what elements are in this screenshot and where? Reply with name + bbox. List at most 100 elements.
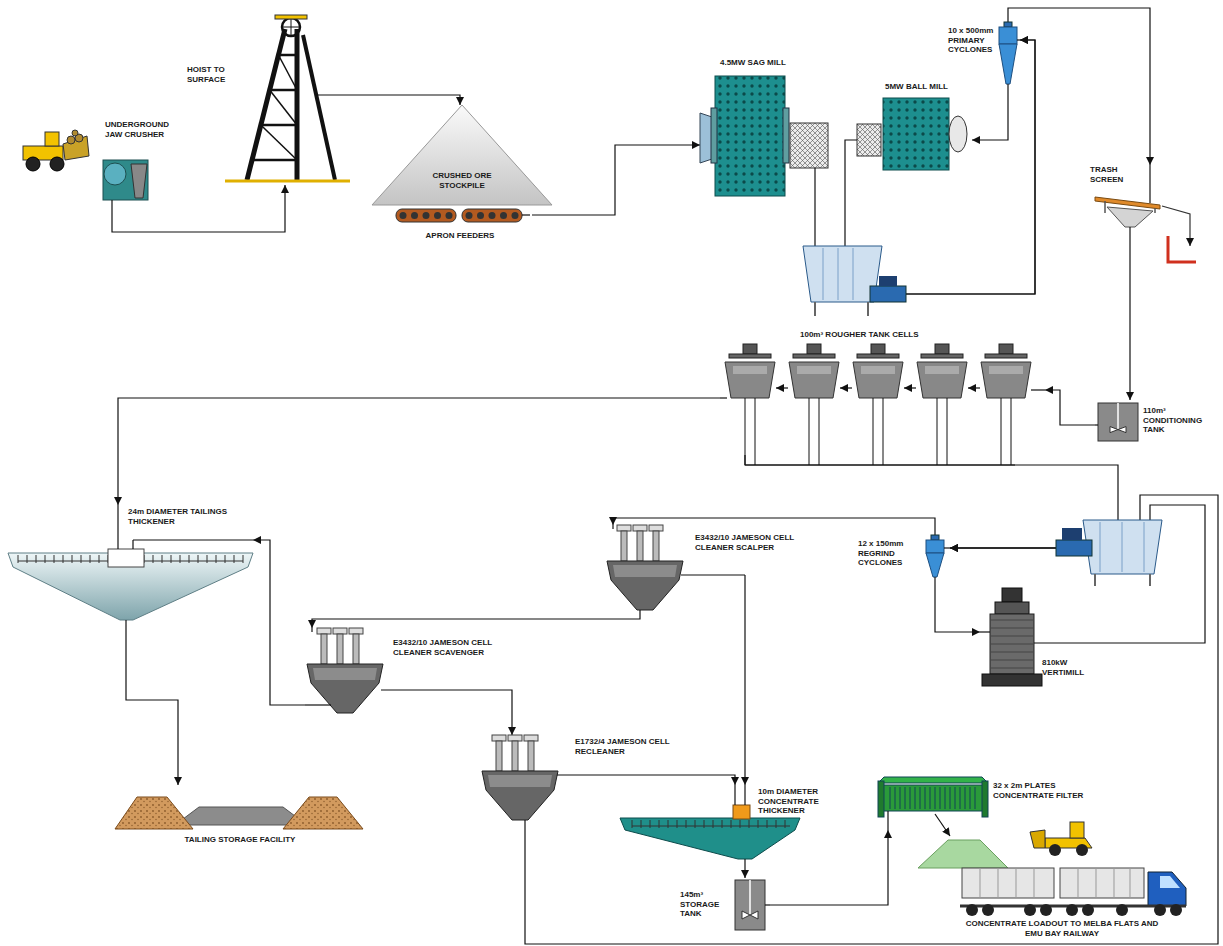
trailer-rib (980, 868, 1130, 898)
froth-launder (861, 366, 895, 374)
rake-arm (722, 820, 723, 828)
trash-screen: TRASH SCREEN (1085, 165, 1195, 235)
pipe-stub (681, 574, 745, 575)
screen-support (1154, 208, 1156, 213)
wheel (1049, 844, 1061, 856)
wheel (26, 157, 40, 171)
pipe-stub (720, 397, 727, 398)
loader-cab (1070, 822, 1084, 838)
rake-arm (243, 555, 244, 563)
pipe-stub (117, 505, 118, 549)
pipe-stub (524, 820, 525, 830)
equipment-label: TAILING STORAGE FACILITY (115, 835, 365, 845)
sag-mill: 4.5MW SAG MILL (700, 58, 835, 203)
concentrate-pipe (873, 398, 874, 465)
wheel (1066, 904, 1078, 916)
concentrate-pipe (745, 398, 746, 465)
ground-line (225, 180, 350, 183)
equipment-figure (225, 15, 350, 181)
equipment-figure (1095, 403, 1138, 441)
equipment-figure (305, 628, 505, 713)
loader-cab (45, 132, 59, 146)
filter-plate (945, 787, 946, 809)
agitator-blade (742, 911, 758, 919)
equipment-figure (878, 777, 988, 830)
sump-leg (867, 302, 869, 316)
trommel (857, 124, 881, 156)
feedwell (733, 805, 750, 819)
cell-bridge (857, 354, 899, 358)
filter-plate (920, 787, 921, 809)
pipe-stub (311, 628, 312, 632)
headframe-brace (261, 125, 297, 160)
equipment-label: UNDERGROUND JAW CRUSHER (105, 120, 175, 139)
pipe-stub (744, 575, 745, 613)
cell-transfer (776, 387, 788, 388)
mill-discharge-hopper (803, 246, 906, 316)
equipment-figure (720, 344, 1045, 465)
flow-line (950, 505, 1205, 643)
wheel (1040, 904, 1052, 916)
downcomer-head (333, 628, 347, 634)
equipment-figure (23, 130, 148, 213)
concentrate-pipe (809, 398, 810, 465)
equipment-label: CRUSHED ORE STOCKPILE (422, 171, 502, 190)
wheel (1170, 904, 1182, 916)
rake-arm (776, 820, 777, 828)
equipment-label: 4.5MW SAG MILL (720, 58, 830, 68)
pipe-stub (381, 689, 505, 690)
ball-mill-drum (883, 98, 949, 170)
downcomer-head (349, 628, 363, 634)
rake-arm (171, 555, 172, 563)
rake-arm (740, 820, 741, 828)
ore-lump (72, 130, 78, 136)
flow-line (525, 495, 1218, 944)
apron-feeder: APRON FEEDERS (390, 207, 532, 249)
rake-arm (749, 820, 750, 828)
thickener: 10m DIAMETER CONCENTRATE THICKENER (620, 785, 840, 867)
filter-plate (915, 787, 916, 809)
downcomer (637, 531, 643, 561)
idler-wheel (434, 212, 441, 219)
equipment-label: 5MW BALL MILL (885, 82, 970, 92)
idler-wheel (477, 212, 484, 219)
filter-plate (910, 787, 911, 809)
pipe-stub (744, 859, 745, 867)
downcomer-head (317, 628, 331, 634)
agitated-tank (1098, 403, 1138, 441)
cell-motor (807, 344, 821, 354)
concentrate-pipe (755, 398, 756, 465)
pipe-stub (1031, 389, 1045, 390)
pipe-stub (1095, 424, 1098, 425)
crusher-jaw (131, 164, 147, 198)
trailer (1060, 868, 1144, 898)
cell-bridge (729, 354, 771, 358)
idler-wheel (466, 212, 473, 219)
pipe-stub (612, 525, 613, 529)
rake-arm (632, 820, 633, 828)
ore-lump (67, 136, 75, 144)
pipe-stub (557, 774, 695, 775)
feedwell (108, 549, 144, 567)
flotation-vessel (307, 664, 383, 713)
froth-launder (797, 366, 831, 374)
equipment-figure (115, 797, 363, 829)
cell-motor (871, 344, 885, 354)
sump-rib (1122, 522, 1123, 572)
pipe-stub (734, 785, 735, 805)
vortex-finder (1004, 22, 1012, 27)
headframe-brace (252, 159, 297, 162)
concentrate-launder (745, 465, 1015, 466)
rake-arm (99, 555, 100, 563)
hopper-sump (1083, 520, 1162, 574)
headframe-top (275, 15, 307, 19)
mill-flange (711, 108, 717, 163)
pipe-stub (1017, 39, 1020, 40)
rake-arm (713, 820, 714, 828)
idler-wheel (500, 212, 507, 219)
wheel (1116, 904, 1128, 916)
rake-arm (198, 555, 199, 563)
pipe-stub (315, 94, 350, 95)
cyclone-cone (926, 553, 944, 577)
